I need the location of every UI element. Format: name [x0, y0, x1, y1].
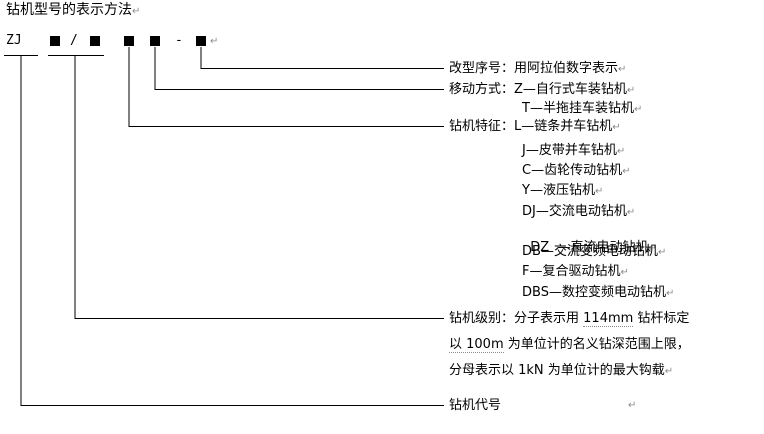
return-mark: ↵	[664, 366, 674, 377]
grade-text: 为单位计的名义钻深范围上限，	[503, 337, 690, 352]
code-name-connector	[20, 55, 444, 406]
feature-item: F—复合驱动钻机	[522, 264, 621, 279]
feature-item: L—链条并车钻机	[514, 119, 613, 134]
code-dash: -	[175, 33, 183, 48]
modification-text: 用阿拉伯数字表示	[514, 61, 619, 76]
feature-item-row: F—复合驱动钻机↵	[522, 264, 629, 281]
return-mark: ↵	[594, 186, 604, 197]
movement-item: Z—自行式车装钻机	[514, 82, 627, 97]
return-mark: ↵	[626, 85, 636, 96]
grade-row-2: 以 100m 为单位计的名义钻深范围上限，	[449, 337, 690, 353]
grade-text: 分母表示以 1kN 为单位计的最大钩载	[449, 363, 665, 378]
feature-item: DZ —直流电动钻机	[530, 240, 649, 255]
feature-item: C—齿轮传动钻机	[522, 163, 623, 178]
return-mark: ↵	[132, 6, 141, 17]
feature-item-row: DBS—数控变频电动钻机↵	[522, 285, 674, 302]
code-square-feature	[124, 36, 134, 46]
return-mark: ↵	[628, 400, 637, 411]
features-connector	[128, 47, 444, 127]
movement-row: 移动方式：Z—自行式车装钻机↵	[449, 82, 635, 99]
return-mark: ↵	[648, 243, 657, 254]
return-mark: ↵	[616, 146, 626, 157]
grade-row-3: 分母表示以 1kN 为单位计的最大钩载↵	[449, 363, 673, 380]
code-square-grade-numerator	[50, 36, 60, 46]
grade-text: 分子表示用	[514, 311, 584, 326]
code-square-modification	[196, 36, 206, 46]
code-square-movement	[150, 36, 160, 46]
feature-item-row: DB—交流变频电动钻机↵	[522, 244, 666, 261]
code-square-grade-denominator	[90, 36, 100, 46]
return-mark: ↵	[618, 64, 627, 75]
grade-text-underlined: 以 100m	[449, 337, 504, 353]
return-mark: ↵	[665, 288, 675, 299]
code-slash: /	[70, 33, 78, 48]
feature-item-row: DJ—交流电动钻机↵	[522, 204, 635, 221]
movement-label: 移动方式：	[449, 82, 515, 97]
features-row: 钻机特征：L—链条并车钻机↵	[449, 119, 621, 136]
grade-row: 钻机级别：分子表示用 114mm 钻杆标定	[449, 311, 689, 327]
code-prefix: ZJ	[6, 33, 22, 48]
return-mark: ↵	[633, 104, 643, 115]
feature-item: DJ—交流电动钻机	[522, 204, 627, 219]
feature-item: DB—交流变频电动钻机	[522, 244, 658, 259]
return-mark: ↵	[210, 36, 219, 47]
title-text: 钻机型号的表示方法	[6, 2, 132, 18]
feature-item: J—皮带并车钻机	[522, 143, 617, 158]
code-name-row: 钻机代号	[449, 398, 501, 414]
return-mark: ↵	[612, 122, 621, 133]
feature-item-row: DZ —直流电动钻机↵	[522, 224, 657, 257]
modification-label: 改型序号：	[449, 61, 515, 76]
modification-connector	[200, 47, 444, 69]
return-mark: ↵	[657, 247, 667, 258]
feature-item-row: C—齿轮传动钻机↵	[522, 163, 630, 180]
feature-item: DBS—数控变频电动钻机	[522, 285, 666, 300]
movement-item-row: T—半拖挂车装钻机↵	[522, 101, 642, 118]
feature-item: Y—液压钻机	[522, 183, 595, 198]
features-label: 钻机特征：	[449, 119, 515, 134]
return-mark: ↵	[620, 267, 629, 278]
return-mark: ↵	[622, 166, 631, 177]
grade-label: 钻机级别：	[449, 311, 515, 326]
modification-row: 改型序号：用阿拉伯数字表示↵	[449, 61, 626, 78]
movement-item: T—半拖挂车装钻机	[522, 101, 634, 116]
grade-connector	[74, 55, 444, 319]
grade-text-underlined: 114mm	[583, 311, 634, 327]
code-name-label: 钻机代号	[449, 398, 502, 413]
feature-item-row: Y—液压钻机↵	[522, 183, 603, 200]
page-title: 钻机型号的表示方法↵	[6, 2, 140, 20]
feature-item-row: J—皮带并车钻机↵	[522, 143, 625, 160]
movement-connector	[154, 47, 444, 90]
return-mark: ↵	[626, 207, 636, 218]
grade-text: 钻杆标定	[633, 311, 690, 326]
